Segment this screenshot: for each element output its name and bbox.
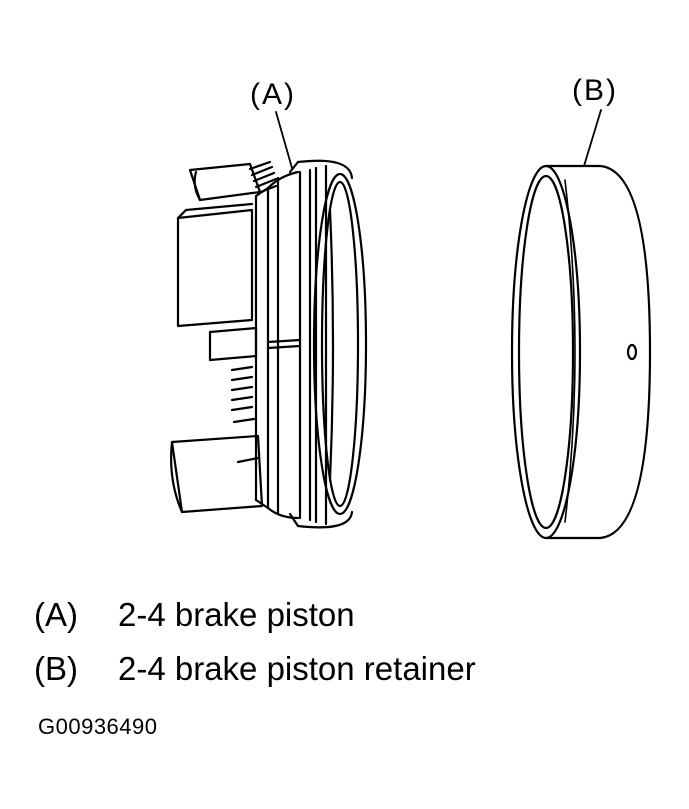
callout-label-a: (A) [250,78,296,111]
brake-piston-retainer-drawing [510,164,652,540]
legend-key-a: (A) [34,596,78,633]
legend-row-b: (B) 2-4 brake piston retainer [34,652,476,685]
callout-b-leader [583,109,602,167]
callout-label-b: (B) [572,74,618,107]
legend-key-b: (B) [34,650,78,687]
callout-a-leader [275,111,293,169]
brake-piston-drawing [170,159,368,529]
legend-text-a: 2-4 brake piston [118,596,355,633]
legend-row-a: (A) 2-4 brake piston [34,598,355,631]
legend-text-b: 2-4 brake piston retainer [118,650,476,687]
figure-id: G00936490 [38,714,158,739]
